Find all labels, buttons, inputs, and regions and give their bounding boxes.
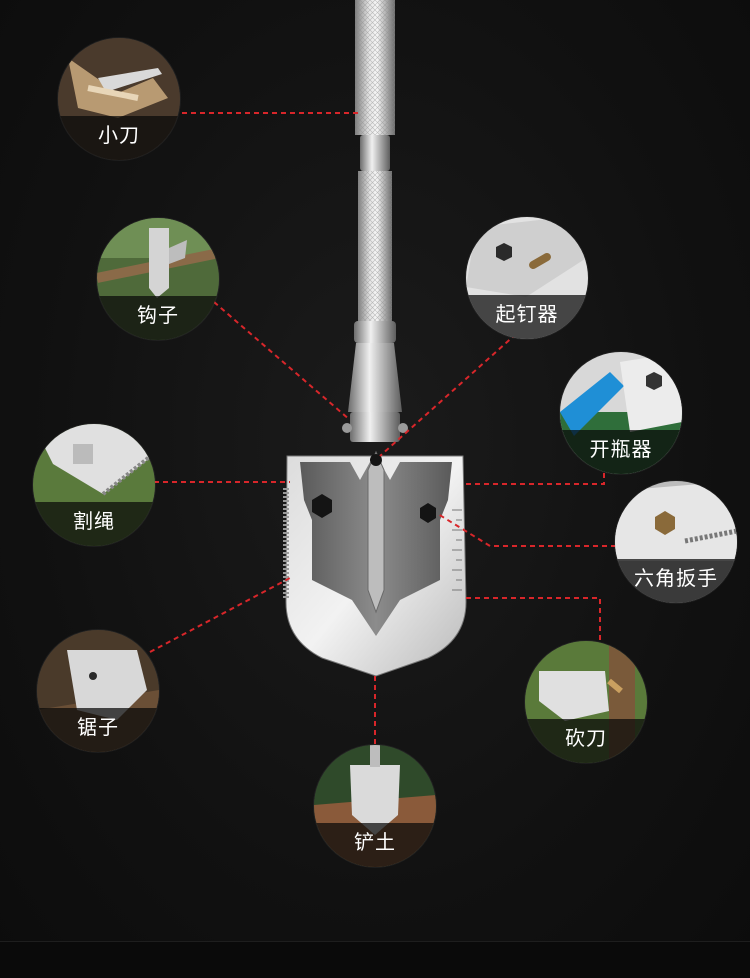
label-band — [97, 296, 219, 340]
label-band — [58, 116, 180, 160]
feature-knife: 小刀 — [58, 38, 180, 160]
label-band — [560, 430, 682, 474]
feature-label: 锯子 — [77, 715, 119, 739]
feature-label: 砍刀 — [565, 726, 607, 750]
leader-line-bottle-opener — [466, 464, 605, 485]
leader-line-hex-wrench — [437, 513, 616, 547]
feature-label: 开瓶器 — [589, 437, 653, 461]
feature-hook: 钩子 — [97, 218, 219, 340]
label-band — [615, 559, 737, 603]
feature-dig: 铲土 — [314, 745, 436, 867]
label-band — [466, 295, 588, 339]
feature-label: 铲土 — [354, 830, 396, 854]
feature-label: 六角扳手 — [634, 566, 718, 590]
feature-rope-cutter: 割绳 — [33, 424, 155, 546]
shovel-handle — [342, 0, 408, 442]
feature-label: 起钉器 — [495, 302, 559, 326]
shovel-blade — [283, 450, 467, 677]
feature-chop: 砍刀 — [525, 641, 647, 763]
leader-line-saw — [149, 577, 291, 653]
label-band — [525, 719, 647, 763]
feature-nail-puller: 起钉器 — [466, 217, 588, 339]
feature-label: 割绳 — [73, 509, 115, 533]
label-band — [33, 502, 155, 546]
feature-hex-wrench: 六角扳手 — [615, 481, 737, 603]
bottom-strip — [0, 941, 750, 978]
leader-lines — [149, 112, 616, 750]
feature-saw: 锯子 — [37, 630, 159, 752]
label-band — [314, 823, 436, 867]
leader-line-chop — [466, 597, 601, 644]
label-band — [37, 708, 159, 752]
leader-line-nail-puller — [379, 333, 517, 457]
feature-label: 钩子 — [137, 303, 179, 327]
feature-bottle-opener: 开瓶器 — [560, 352, 682, 474]
feature-label: 小刀 — [98, 123, 140, 147]
leader-line-hook — [213, 301, 351, 421]
